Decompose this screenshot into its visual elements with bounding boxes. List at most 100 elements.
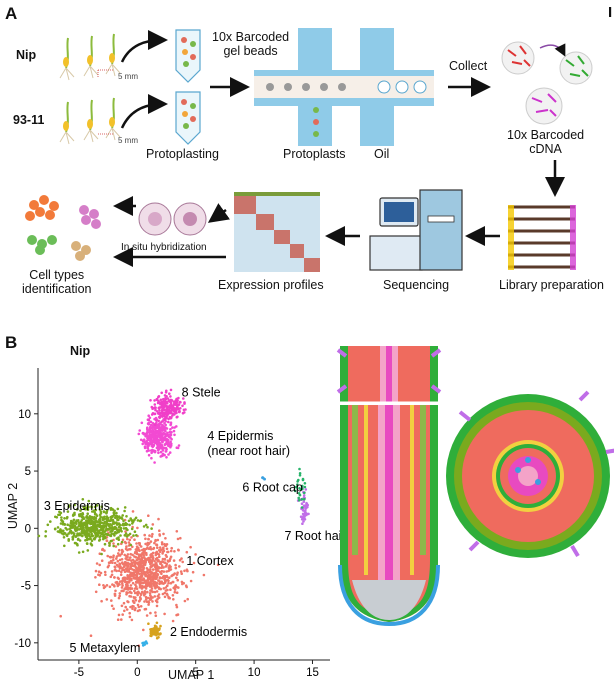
umap-point: [115, 563, 119, 567]
umap-point: [93, 505, 97, 509]
umap-point: [121, 580, 124, 583]
umap-cluster-1: [59, 510, 220, 648]
umap-point: [128, 523, 131, 527]
umap-point: [109, 534, 113, 538]
umap-point: [97, 570, 101, 573]
umap-point: [157, 395, 160, 399]
umap-point: [168, 596, 171, 600]
umap-point: [184, 408, 187, 411]
umap-point: [183, 599, 187, 603]
umap-point: [151, 425, 155, 428]
umap-point: [73, 503, 76, 507]
umap-point: [95, 534, 99, 537]
umap-point: [120, 604, 124, 608]
umap-point: [155, 590, 159, 593]
umap-point: [110, 573, 114, 577]
y-tick-label: 10: [18, 409, 31, 421]
umap-point: [139, 592, 143, 596]
umap-point: [98, 563, 101, 567]
umap-point: [121, 561, 124, 564]
gel-beads-label: 10x Barcoded gel beads: [212, 30, 290, 58]
umap-point: [161, 449, 165, 452]
umap-point: [110, 599, 113, 602]
umap-point: [135, 534, 138, 537]
umap-point: [159, 398, 163, 402]
umap-point: [135, 587, 139, 591]
umap-point: [174, 584, 177, 587]
umap-point: [151, 600, 154, 603]
umap-point: [136, 526, 139, 530]
umap-point: [133, 561, 136, 565]
umap-point: [185, 550, 189, 554]
umap-point: [164, 589, 168, 592]
umap-point: [171, 594, 175, 597]
umap-point: [81, 498, 85, 501]
umap-point: [102, 510, 106, 513]
umap-point: [104, 573, 107, 576]
umap-point: [135, 552, 139, 556]
umap-point: [172, 400, 176, 404]
umap-point: [90, 520, 93, 524]
umap-point: [163, 561, 167, 564]
umap-cluster-label: 6 Root cap: [242, 481, 303, 495]
umap-point: [163, 544, 167, 547]
umap-point: [173, 433, 176, 437]
umap-point: [115, 511, 118, 515]
umap-point: [151, 590, 155, 594]
umap-point: [155, 621, 159, 625]
umap-point: [132, 596, 136, 599]
umap-point: [139, 605, 143, 608]
umap-point: [162, 549, 166, 553]
umap-point: [86, 512, 89, 515]
umap-point: [134, 607, 137, 610]
umap-point: [144, 537, 147, 541]
umap-point: [149, 611, 152, 615]
umap-point: [148, 584, 152, 588]
umap-point: [153, 423, 157, 426]
umap-point: [110, 524, 113, 527]
umap-point: [89, 518, 93, 522]
umap-point: [166, 550, 170, 554]
umap-point: [105, 539, 109, 543]
umap-point: [158, 576, 162, 579]
umap-point: [175, 576, 178, 580]
umap-point: [117, 569, 121, 573]
umap-point: [160, 548, 163, 551]
umap-point: [304, 507, 308, 510]
umap-point: [297, 496, 301, 500]
umap-point: [102, 522, 106, 525]
umap-point: [118, 558, 122, 562]
umap-point: [92, 522, 95, 525]
umap-point: [113, 592, 117, 596]
umap-point: [297, 499, 301, 502]
umap-point: [99, 534, 102, 538]
umap-point: [189, 579, 193, 583]
umap-point: [76, 532, 79, 535]
umap-point: [149, 568, 152, 571]
umap-point: [166, 584, 169, 587]
umap-point: [181, 411, 185, 415]
umap-point: [163, 443, 167, 447]
umap-point: [107, 561, 111, 564]
umap-point: [63, 517, 66, 520]
umap-point: [146, 435, 149, 438]
umap-point: [127, 541, 131, 544]
umap-point: [56, 526, 60, 529]
umap-point: [154, 614, 158, 617]
umap-point: [296, 483, 299, 486]
umap-point: [153, 399, 156, 402]
umap-point: [123, 553, 126, 557]
umap-point: [163, 612, 166, 616]
umap-point: [44, 530, 48, 533]
umap-point: [154, 599, 158, 602]
umap-point: [54, 515, 57, 519]
umap-point: [128, 591, 132, 594]
umap-point: [165, 408, 168, 411]
umap-point: [131, 558, 135, 562]
umap-point: [154, 571, 158, 574]
umap-point: [161, 408, 165, 412]
umap-point: [117, 525, 121, 529]
umap-point: [172, 598, 175, 601]
umap-point: [180, 580, 184, 584]
umap-point: [129, 565, 132, 569]
